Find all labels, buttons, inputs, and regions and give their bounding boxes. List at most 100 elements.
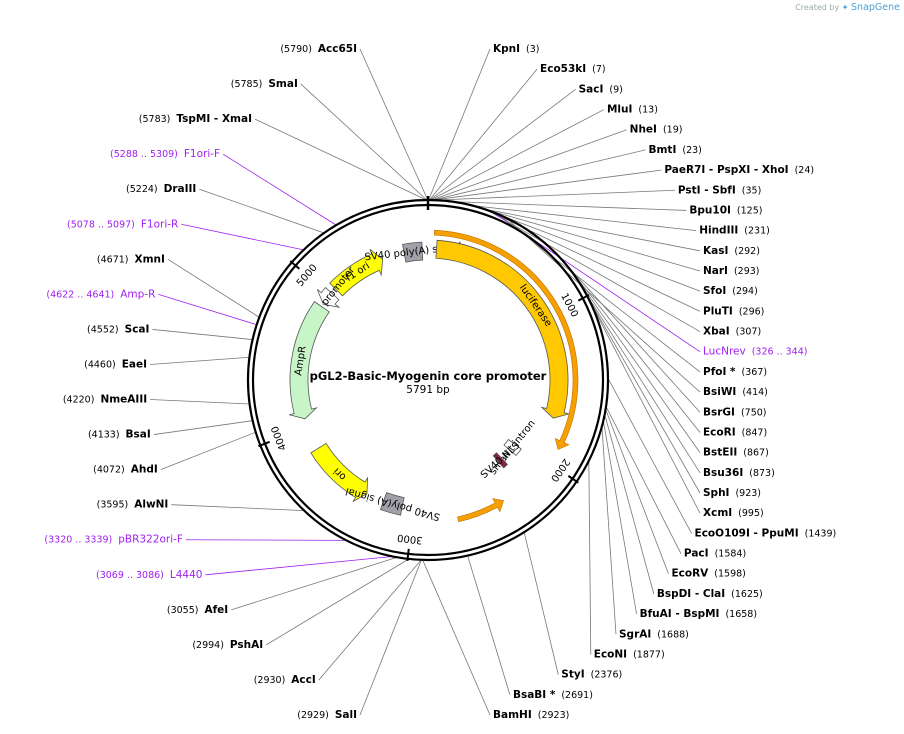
- site-name: EaeI: [122, 358, 147, 370]
- leader-bamhi: [422, 559, 491, 716]
- leader-nari: [484, 208, 701, 272]
- site-label-bspdi-clai: BspDI - ClaI (1625): [657, 588, 763, 600]
- leader-smai: [300, 83, 428, 201]
- site-position: (4460): [84, 359, 116, 370]
- leader-psti-sbfi: [434, 189, 675, 201]
- site-label-f1ori-f: (5288 .. 5309)F1ori-F: [110, 148, 220, 160]
- site-name: XbaI: [703, 326, 730, 338]
- site-position: (5078 .. 5097): [67, 219, 135, 230]
- site-position: (2929): [297, 710, 329, 721]
- site-name: Bpu10I: [689, 204, 731, 216]
- leader-hindiii: [472, 205, 697, 232]
- snapgene-logo-icon: ✦: [841, 3, 849, 12]
- plasmid-title: pGL2-Basic-Myogenin core promoter 5791 b…: [310, 369, 547, 396]
- site-name: SalI: [335, 709, 357, 721]
- leader-bpu10i: [452, 201, 687, 211]
- site-name: NarI: [703, 265, 728, 277]
- leader-draiii: [199, 188, 325, 234]
- site-position: (750): [741, 407, 767, 418]
- leader-bsabi: [467, 555, 511, 695]
- leader-sfoi: [484, 208, 701, 292]
- site-label-sgrai: SgrAI(1688): [619, 628, 689, 640]
- tick-mark-5000: [289, 260, 301, 270]
- site-name: XmnI: [135, 253, 165, 265]
- leader-scai: [152, 329, 253, 340]
- site-position: (9): [609, 84, 622, 95]
- site-name: BfuAI - BspMI: [640, 608, 720, 620]
- feature-f1-ori-0: [329, 249, 384, 297]
- leader-bspdi-clai: [604, 414, 655, 595]
- leader-eco53ki: [429, 68, 538, 201]
- site-name: KpnI: [493, 43, 520, 55]
- feature-ampr-2: [289, 301, 330, 420]
- site-label-ecoo109i-ppumi: EcoO109I - PpuMI(1439): [695, 527, 837, 539]
- site-position: (867): [743, 448, 769, 459]
- feature-luciferase-6: [435, 239, 570, 419]
- site-position: (3055): [167, 605, 199, 616]
- site-name: F1ori-R: [141, 218, 178, 230]
- leader-ecorv: [605, 409, 669, 574]
- site-name: EcoRV: [671, 568, 709, 580]
- site-position: (4671): [97, 254, 129, 265]
- site-position: (125): [737, 205, 763, 216]
- site-label-ecori: EcoRI(847): [703, 426, 767, 438]
- site-name: SmaI: [268, 78, 298, 90]
- leader-bmti: [432, 149, 646, 201]
- leader-ahdi: [160, 431, 256, 471]
- site-label-pluti: PluTI(296): [703, 305, 764, 317]
- site-position: (1625): [731, 589, 763, 600]
- leader-paer7i-pspxi-xhoi: [432, 169, 662, 201]
- site-position: (307): [736, 327, 762, 338]
- leader-f1ori-r: [181, 223, 304, 251]
- site-name: TspMI - XmaI: [176, 113, 252, 125]
- site-position: (2930): [254, 675, 286, 686]
- site-name: XcmI: [703, 507, 732, 519]
- site-name: BspDI - ClaI: [657, 588, 725, 600]
- site-label-bsu36i: Bsu36I(873): [703, 467, 775, 479]
- feature-label-ampr-2: AmpR: [293, 345, 308, 376]
- site-position: (4133): [88, 430, 120, 441]
- leader-bsrgi: [558, 256, 701, 413]
- credit-brand: SnapGene: [851, 2, 900, 13]
- site-label-afei: (3055)AfeI: [167, 604, 228, 616]
- feature-small-t-intron-7: [503, 438, 522, 456]
- site-position: (2994): [192, 640, 224, 651]
- leader-nmeaiii: [150, 399, 250, 405]
- site-name: L4440: [170, 569, 203, 581]
- site-name: SphI: [703, 487, 729, 499]
- leader-saci: [429, 89, 576, 201]
- credit-prefix: Created by: [795, 3, 840, 12]
- site-name: BmtI: [648, 144, 676, 156]
- site-position: (292): [734, 246, 760, 257]
- leader-tspmi-xmai: [254, 118, 427, 201]
- site-label-sfoi: SfoI(294): [703, 285, 758, 297]
- site-position: (293): [734, 266, 760, 277]
- site-position: (1598): [714, 569, 746, 580]
- leader-alwni: [171, 504, 305, 512]
- site-name: PfoI *: [703, 366, 736, 378]
- snapgene-credit: Created by ✦ SnapGene: [795, 2, 900, 13]
- site-label-acc65i: (5790)Acc65I: [280, 43, 357, 55]
- site-name: PshAI: [230, 639, 263, 651]
- tick-label-4000: 4000: [270, 424, 290, 452]
- site-position: (414): [742, 387, 768, 398]
- site-name: BsaI: [126, 429, 151, 441]
- site-name: MluI: [607, 104, 632, 116]
- site-label-bpu10i: Bpu10I (125): [689, 204, 762, 216]
- site-label-nmeaiii: (4220)NmeAIII: [63, 394, 147, 406]
- site-position: (4552): [87, 324, 119, 335]
- leader-mlui: [430, 109, 605, 201]
- site-label-amp-r: (4622 .. 4641)Amp-R: [46, 288, 155, 300]
- site-label-eaei: (4460) EaeI: [84, 358, 147, 370]
- site-name: PluTI: [703, 305, 733, 317]
- site-name: EcoO109I - PpuMI: [695, 527, 799, 539]
- leader-xbai: [486, 209, 701, 332]
- site-name: PaeR7I - PspXI - XhoI: [664, 164, 788, 176]
- site-position: (5783): [139, 114, 171, 125]
- site-position: (326 .. 344): [752, 347, 808, 358]
- site-name: EcoNI: [594, 648, 627, 660]
- leader-bsteii: [573, 273, 701, 453]
- feature-sv40-nls-8: [492, 452, 509, 469]
- site-label-scai: (4552)ScaI: [87, 323, 149, 335]
- site-label-bsiwi: BsiWI(414): [703, 386, 768, 398]
